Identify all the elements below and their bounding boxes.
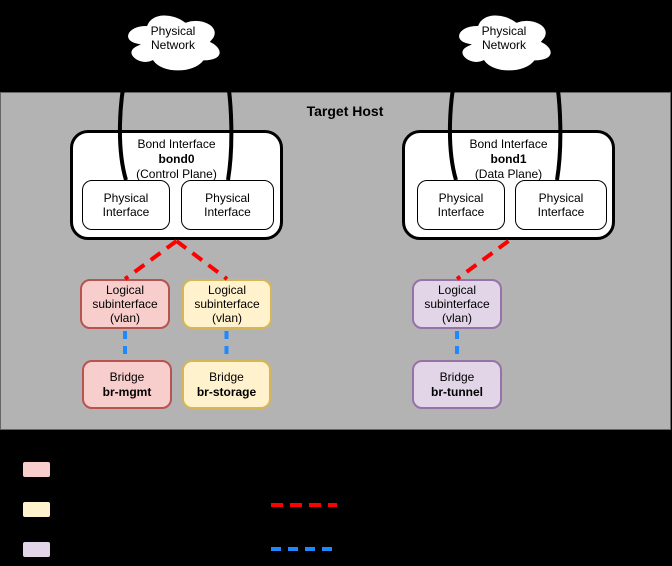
bridge-name: br-tunnel <box>431 384 483 399</box>
subinterface-storage: Logical subinterface (vlan) <box>182 279 272 329</box>
bond1-title-line: Bond Interface <box>469 137 548 151</box>
bond0-plane: (Control Plane) <box>136 167 217 181</box>
bond0-title: Bond Interface bond0 (Control Plane) <box>73 137 280 182</box>
bond1-physical-interface-2: Physical Interface <box>515 180 607 230</box>
bridge-br-tunnel: Bridge br-tunnel <box>412 360 502 409</box>
bridge-br-mgmt: Bridge br-mgmt <box>82 360 172 409</box>
bond0-physical-interface-1: Physical Interface <box>82 180 170 230</box>
bridge-name: br-storage <box>196 384 257 399</box>
legend-swatch-storage <box>21 500 52 519</box>
bridge-title: Bridge <box>109 369 145 384</box>
bond0-title-line: Bond Interface <box>137 137 216 151</box>
legend-swatch-tunnel <box>21 540 52 559</box>
subinterface-tunnel: Logical subinterface (vlan) <box>412 279 502 329</box>
bond0-physical-interface-2: Physical Interface <box>181 180 274 230</box>
physical-network-label: Physical Network <box>150 24 196 52</box>
bond1-title: Bond Interface bond1 (Data Plane) <box>405 137 612 182</box>
bond0-name: bond0 <box>158 152 195 166</box>
bond1-physical-interface-1: Physical Interface <box>417 180 505 230</box>
bond1-plane: (Data Plane) <box>474 167 543 181</box>
physical-network-label: Physical Network <box>481 24 527 52</box>
legend-swatch-mgmt <box>21 460 52 479</box>
bond1-name: bond1 <box>490 152 527 166</box>
bridge-name: br-mgmt <box>102 384 152 399</box>
bond0-box: Bond Interface bond0 (Control Plane) Phy… <box>70 130 283 240</box>
bond1-box: Bond Interface bond1 (Data Plane) Physic… <box>402 130 615 240</box>
bridge-title: Bridge <box>439 369 475 384</box>
subinterface-mgmt: Logical subinterface (vlan) <box>80 279 170 329</box>
bridge-br-storage: Bridge br-storage <box>182 360 271 409</box>
target-host-label: Target Host <box>306 103 384 119</box>
bridge-title: Bridge <box>209 369 244 384</box>
